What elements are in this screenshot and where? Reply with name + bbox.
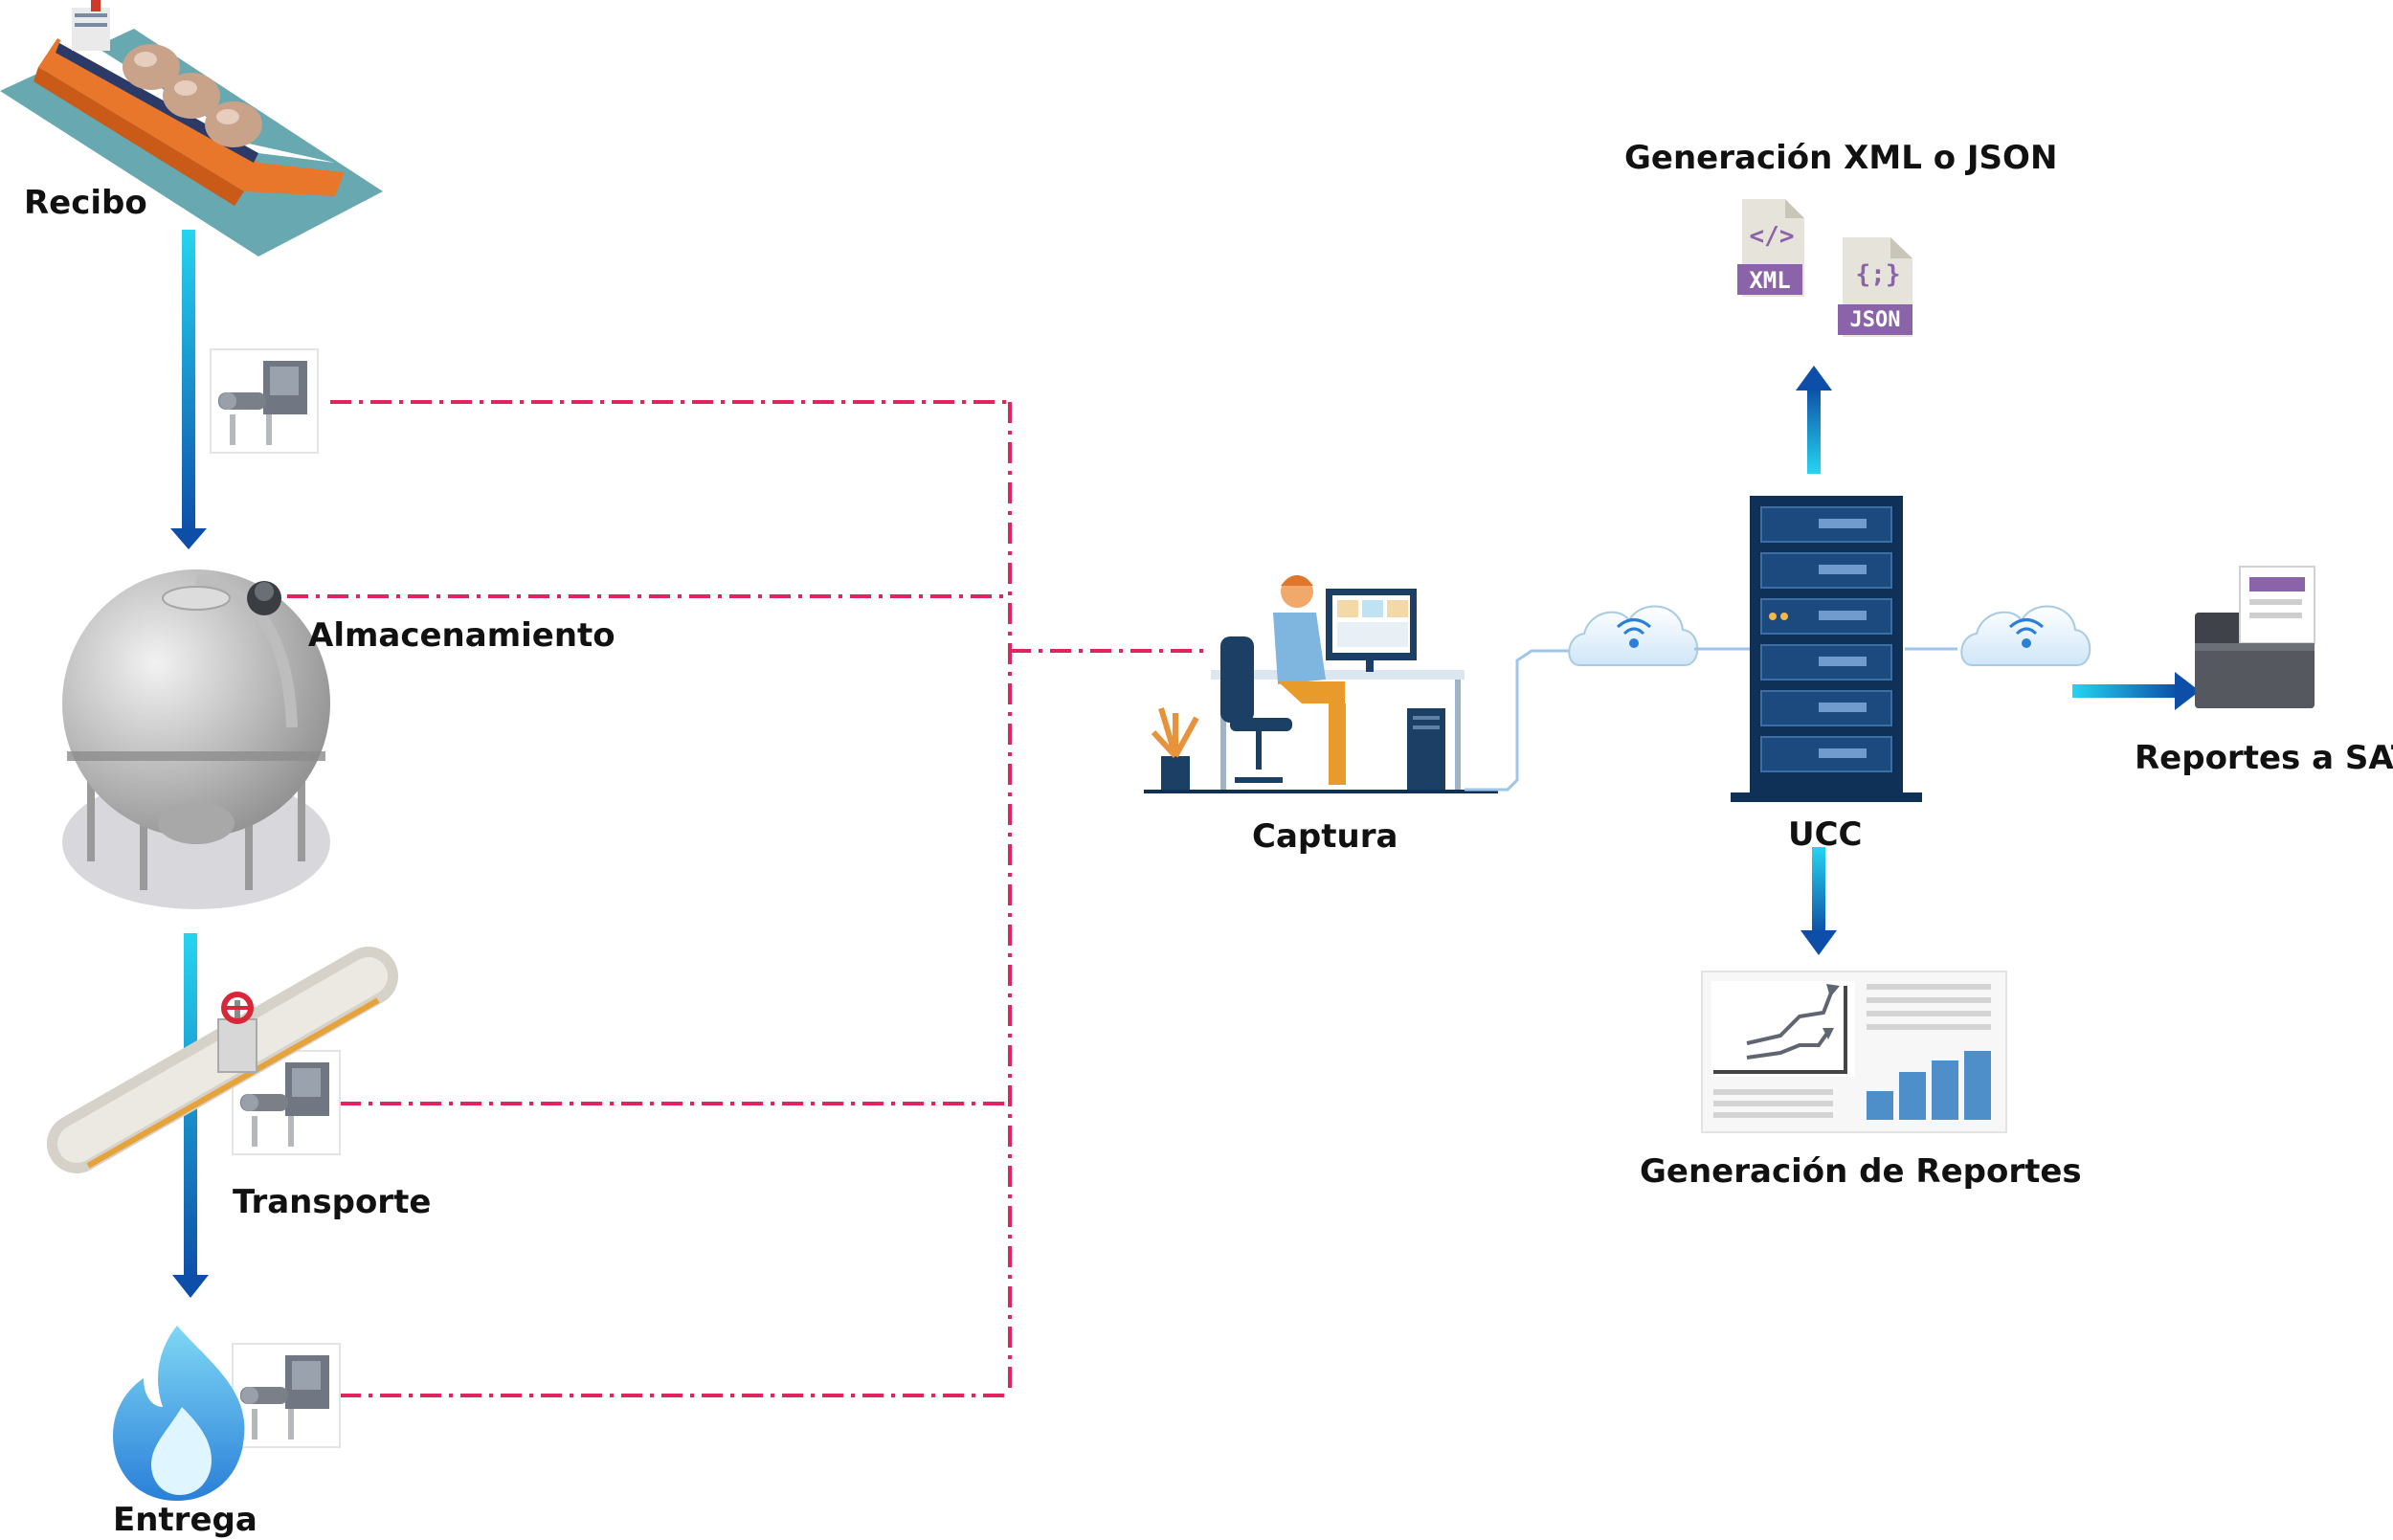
- json-file-icon: [1838, 237, 1912, 337]
- server-rack-icon: [1731, 496, 1922, 802]
- dashed-connectors: [287, 400, 1211, 1397]
- label-generacion-reportes: Generación de Reportes: [1640, 1152, 2082, 1191]
- label-transporte: Transporte: [233, 1183, 432, 1221]
- label-ucc: UCC: [1788, 815, 1863, 854]
- flow-arrow-recibo-almacenamiento: [170, 230, 207, 549]
- pipeline-valve-icon: [47, 947, 398, 1173]
- workstation-icon: [1144, 575, 1498, 793]
- flow-arrow-ucc-reportes: [1800, 847, 1837, 955]
- label-almacenamiento: Almacenamiento: [308, 616, 615, 655]
- flow-arrow-ucc-xml: [1796, 366, 1832, 474]
- wifi-cloud-left-icon: [1568, 605, 1699, 666]
- label-entrega: Entrega: [113, 1501, 257, 1539]
- label-reportes-sat: Reportes a SAT: [2135, 739, 2393, 777]
- label-recibo: Recibo: [24, 184, 147, 222]
- xml-tag-label: XML: [1749, 267, 1791, 294]
- folder-icon: [2195, 566, 2315, 708]
- ship-icon: [0, 0, 383, 257]
- wifi-cloud-right-icon: [1960, 605, 2091, 666]
- reports-dashboard-icon: [1701, 971, 2007, 1133]
- json-tag-label: JSON: [1849, 308, 1901, 332]
- storage-sphere-icon: [62, 569, 330, 909]
- json-symbol: {;}: [1855, 260, 1901, 289]
- flow-arrow-to-sat: [2072, 672, 2200, 710]
- label-generacion-xml-json: Generación XML o JSON: [1624, 139, 2058, 177]
- xml-symbol: </>: [1749, 222, 1795, 251]
- flow-meter-icon-entrega: [232, 1343, 341, 1448]
- cable-workstation-cloud: [1465, 649, 1570, 792]
- label-captura: Captura: [1252, 817, 1398, 856]
- xml-file-icon: [1737, 199, 1804, 297]
- flame-icon: [113, 1326, 245, 1501]
- flow-meter-icon-recibo: [210, 348, 319, 454]
